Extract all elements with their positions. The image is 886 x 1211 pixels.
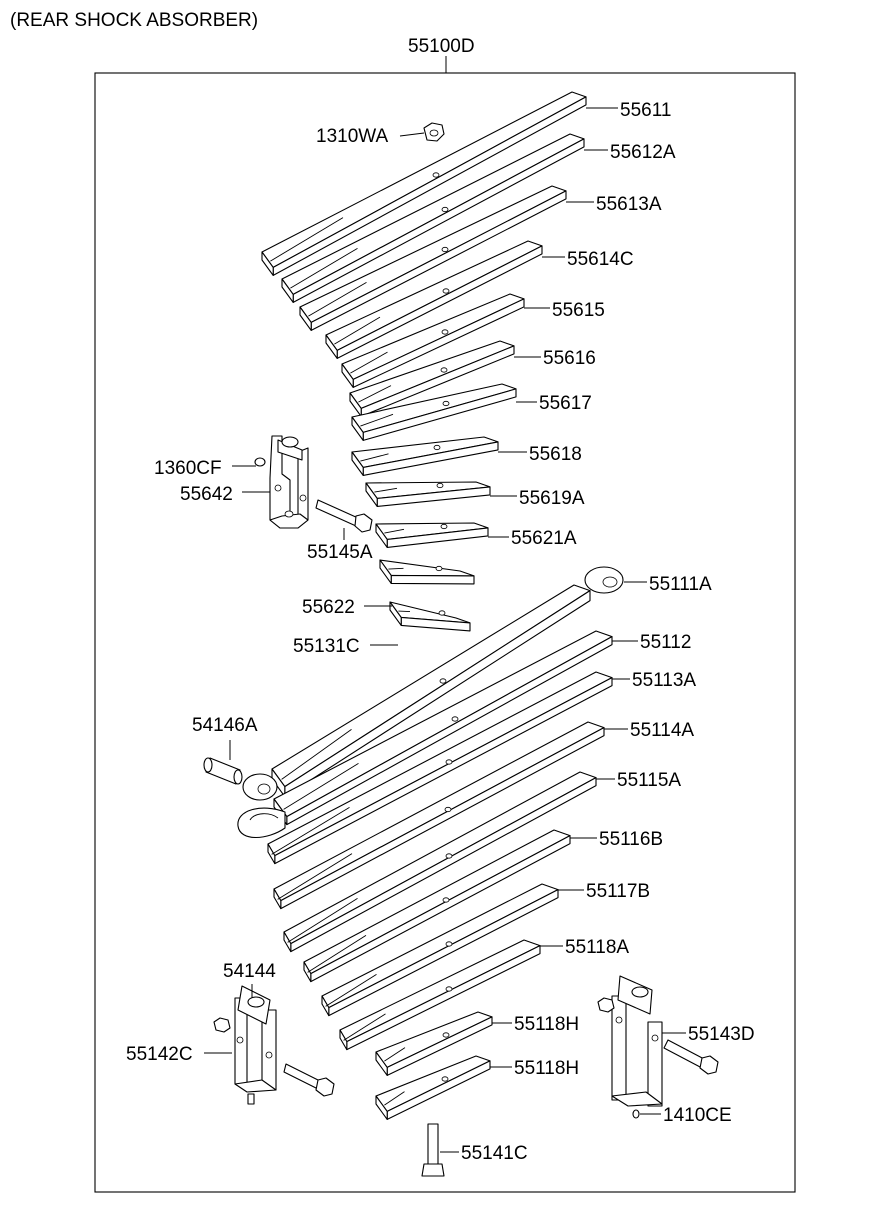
leaf-55614c	[325, 240, 543, 359]
bushing-icon	[203, 757, 243, 785]
leaf-spring-stack	[261, 91, 613, 1120]
label-p-55118h-2: 55118H	[514, 1058, 579, 1079]
label-p-55114a: 55114A	[630, 720, 694, 741]
leaf-55621a	[375, 522, 489, 548]
main-leaf-front-eye	[584, 566, 624, 594]
label-p-55113a: 55113A	[632, 670, 696, 691]
label-p-55118a: 55118A	[565, 937, 629, 958]
assembly-frame	[94, 72, 796, 1193]
label-p-55619a: 55619A	[519, 488, 585, 509]
upper-shackle-assembly	[254, 435, 373, 533]
leader-p-1310wa	[399, 132, 425, 137]
leaf-55619a	[365, 481, 491, 507]
label-p-55614c: 55614C	[567, 249, 634, 270]
label-p-55622: 55622	[302, 597, 355, 618]
leaf-55116b	[303, 829, 571, 983]
leaf-55616	[349, 340, 515, 417]
leaf-55615	[341, 293, 525, 388]
label-p-54146a: 54146A	[192, 715, 258, 736]
label-p-55615: 55615	[552, 300, 605, 321]
label-p-55145a: 55145A	[307, 542, 373, 563]
leaf-55118h-1	[375, 1011, 493, 1076]
label-p-55111a: 55111A	[649, 574, 712, 595]
label-p-55618: 55618	[529, 444, 582, 465]
leaf-55617	[351, 383, 517, 441]
label-p-55112: 55112	[640, 632, 691, 653]
label-p-55116b: 55116B	[599, 829, 663, 850]
lower-right-shackle-assembly	[597, 975, 719, 1119]
lower-left-shackle-assembly	[213, 985, 335, 1105]
label-p-1410ce: 1410CE	[663, 1105, 732, 1126]
label-p-55142c: 55142C	[126, 1044, 193, 1065]
hex-nut-icon	[423, 122, 445, 142]
label-p-55143d: 55143D	[688, 1024, 755, 1045]
leaf-55113a	[267, 671, 613, 865]
label-p-55131c: 55131C	[293, 636, 360, 657]
assembly-number: 55100D	[408, 36, 475, 57]
main-leaf-rear-eye	[242, 773, 278, 801]
label-p-55617: 55617	[539, 393, 592, 414]
label-p-54144: 54144	[223, 961, 276, 982]
second-leaf-wrap-eye	[237, 807, 286, 838]
center-bolt-icon	[421, 1123, 445, 1177]
leaf-55111a	[271, 584, 591, 798]
label-p-55616: 55616	[543, 348, 596, 369]
label-p-55621a: 55621A	[511, 528, 577, 549]
label-p-55642: 55642	[180, 484, 233, 505]
label-p-55611: 55611	[620, 100, 671, 121]
leaf-55115a	[283, 771, 597, 953]
leaf-55118h-2	[375, 1055, 491, 1120]
leaf-55622	[379, 559, 475, 585]
label-p-55118h-1: 55118H	[514, 1014, 579, 1035]
label-p-55115a: 55115A	[617, 770, 681, 791]
leaf-55612a	[281, 133, 585, 303]
label-p-1360cf: 1360CF	[154, 458, 222, 479]
diagram-title: (REAR SHOCK ABSORBER)	[10, 10, 258, 31]
leaf-55613a	[299, 185, 567, 331]
label-p-55117b: 55117B	[586, 881, 650, 902]
leaf-55114a	[273, 721, 605, 910]
label-p-55612a: 55612A	[610, 142, 676, 163]
leaf-55131c	[389, 601, 471, 632]
label-p-1310wa: 1310WA	[316, 126, 388, 147]
leaf-55618	[351, 436, 499, 476]
leaf-55611	[261, 91, 587, 276]
leader-lines	[204, 107, 686, 1153]
part-labels: 55611 1310WA 55612A 55613A 55614C 55615 55616 5…	[126, 100, 755, 1164]
label-p-55613a: 55613A	[596, 194, 662, 215]
label-p-55141c: 55141C	[461, 1143, 528, 1164]
